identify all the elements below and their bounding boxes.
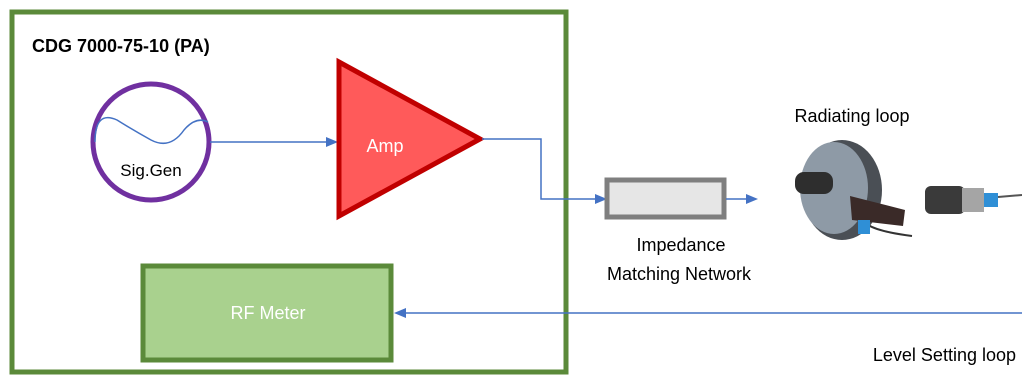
rf-meter-box: [140, 263, 394, 363]
rf-meter[interactable]: RF Meter: [140, 263, 394, 363]
arrowhead-siggen-to-amp: [326, 137, 338, 147]
impedance-matching-network-box[interactable]: [604, 177, 727, 220]
sine-wave-icon: [94, 116, 209, 145]
arrowhead-network-to-loop: [746, 194, 758, 204]
arrowhead-level-loop-to-meter: [394, 308, 406, 318]
system-title: CDG 7000-75-10 (PA): [32, 36, 210, 56]
signal-generator[interactable]: Sig.Gen: [90, 81, 212, 203]
loop-disc-face: [800, 142, 868, 234]
probe-body: [925, 186, 965, 214]
probe-connector[interactable]: [925, 186, 1022, 214]
arrowhead-amp-to-network: [595, 194, 607, 204]
probe-collar: [962, 188, 984, 212]
amplifier[interactable]: Amp: [336, 57, 486, 221]
impedance-label-line1: Impedance: [636, 235, 725, 255]
amplifier-triangle: [336, 57, 486, 221]
signal-generator-ring: [90, 81, 212, 203]
signal-generator-label: Sig.Gen: [120, 161, 181, 180]
loop-cable: [867, 224, 913, 237]
wire-amp-to-network: [482, 138, 598, 200]
radiating-loop-device[interactable]: [795, 140, 913, 240]
radiating-loop-label: Radiating loop: [794, 106, 909, 126]
loop-handle: [795, 172, 833, 194]
level-setting-loop-label: Level Setting loop: [873, 345, 1016, 365]
probe-blue-sleeve: [984, 193, 998, 207]
rf-meter-label: RF Meter: [230, 303, 305, 323]
loop-base: [850, 196, 905, 226]
impedance-label-line2: Matching Network: [607, 264, 752, 284]
amplifier-label: Amp: [366, 136, 403, 156]
loop-connector-tip: [858, 220, 870, 234]
probe-cable: [997, 194, 1022, 198]
